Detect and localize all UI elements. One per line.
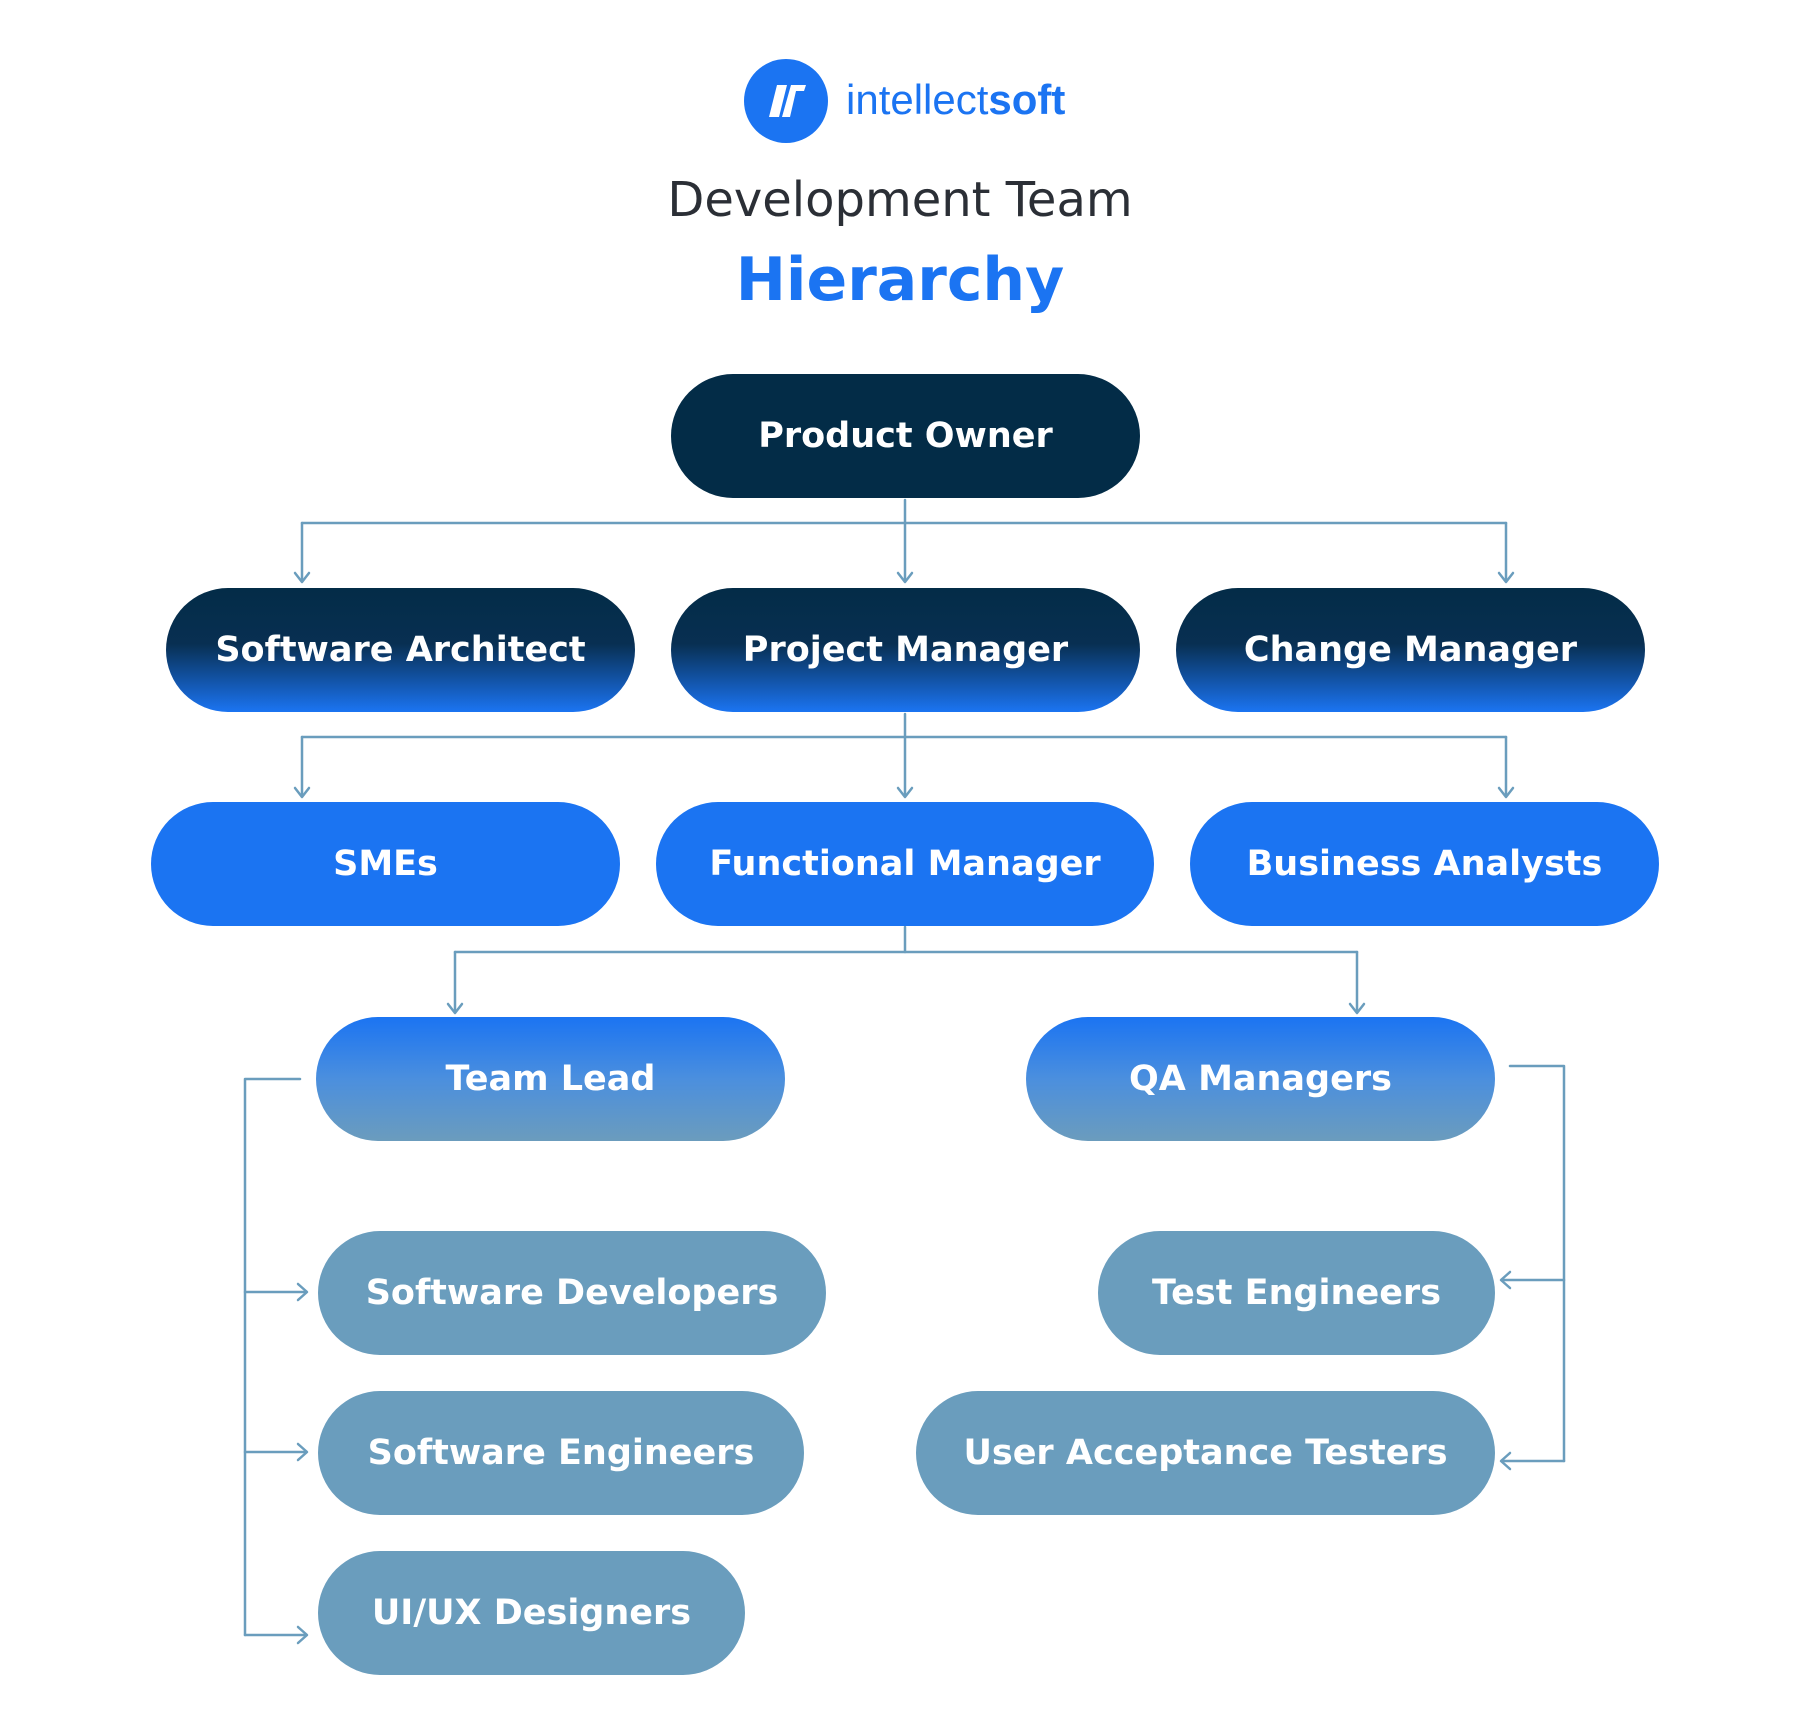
node-test-engineers: Test Engineers	[1098, 1231, 1495, 1355]
brand-name-light: intellect	[846, 76, 989, 123]
brand-name: intellectsoft	[846, 74, 1065, 126]
node-team-lead: Team Lead	[316, 1017, 785, 1141]
node-software-engineers: Software Engineers	[318, 1391, 804, 1515]
node-business-analysts: Business Analysts	[1190, 802, 1659, 926]
node-user-acceptance-testers: User Acceptance Testers	[916, 1391, 1495, 1515]
node-ui-ux-designers: UI/UX Designers	[318, 1551, 745, 1675]
node-functional-manager: Functional Manager	[656, 802, 1154, 926]
diagram-subtitle: Hierarchy	[735, 245, 1065, 315]
node-software-architect: Software Architect	[166, 588, 635, 712]
node-project-manager: Project Manager	[671, 588, 1140, 712]
brand-name-bold: soft	[988, 76, 1066, 123]
node-software-developers: Software Developers	[318, 1231, 826, 1355]
node-qa-managers: QA Managers	[1026, 1017, 1495, 1141]
node-change-manager: Change Manager	[1176, 588, 1645, 712]
diagram-title: Development Team	[667, 172, 1133, 228]
node-product-owner: Product Owner	[671, 374, 1140, 498]
node-smes: SMEs	[151, 802, 620, 926]
intellectsoft-logo-icon	[744, 59, 828, 143]
